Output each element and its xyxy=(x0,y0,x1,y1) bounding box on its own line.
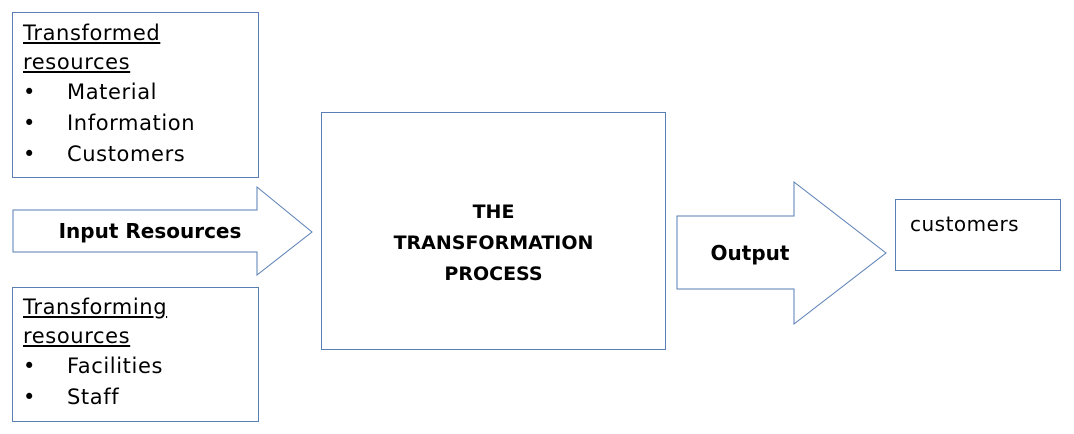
list-item: Facilities xyxy=(23,351,258,382)
transforming-header-line2: resources xyxy=(23,324,131,348)
output-arrow xyxy=(676,180,887,326)
input-arrow xyxy=(12,185,313,277)
transforming-resources-header: Transforming resources xyxy=(23,293,258,351)
transformed-resources-box: Transformed resources Material Informati… xyxy=(12,12,259,178)
customers-box: customers xyxy=(895,199,1061,271)
transformed-header-line1: Transformed xyxy=(23,21,161,45)
list-item: Customers xyxy=(23,139,258,170)
transforming-header-line1: Transforming xyxy=(23,295,168,319)
list-item: Staff xyxy=(23,382,258,413)
transformation-process-title: THE TRANSFORMATION PROCESS xyxy=(322,197,665,290)
customers-label: customers xyxy=(910,212,1020,236)
process-line1: THE xyxy=(472,201,515,223)
transformed-header-line2: resources xyxy=(23,50,131,74)
transforming-resources-list: Facilities Staff xyxy=(23,351,258,413)
output-label: Output xyxy=(710,241,790,265)
transformation-process-box: THE TRANSFORMATION PROCESS xyxy=(321,112,666,350)
list-item: Information xyxy=(23,108,258,139)
list-item: Material xyxy=(23,77,258,108)
transforming-resources-box: Transforming resources Facilities Staff xyxy=(12,287,259,422)
process-line2: TRANSFORMATION xyxy=(393,232,594,254)
transformed-resources-list: Material Information Customers xyxy=(23,77,258,170)
process-line3: PROCESS xyxy=(444,263,543,285)
transformed-resources-header: Transformed resources xyxy=(23,19,258,77)
input-resources-label: Input Resources xyxy=(58,219,242,243)
